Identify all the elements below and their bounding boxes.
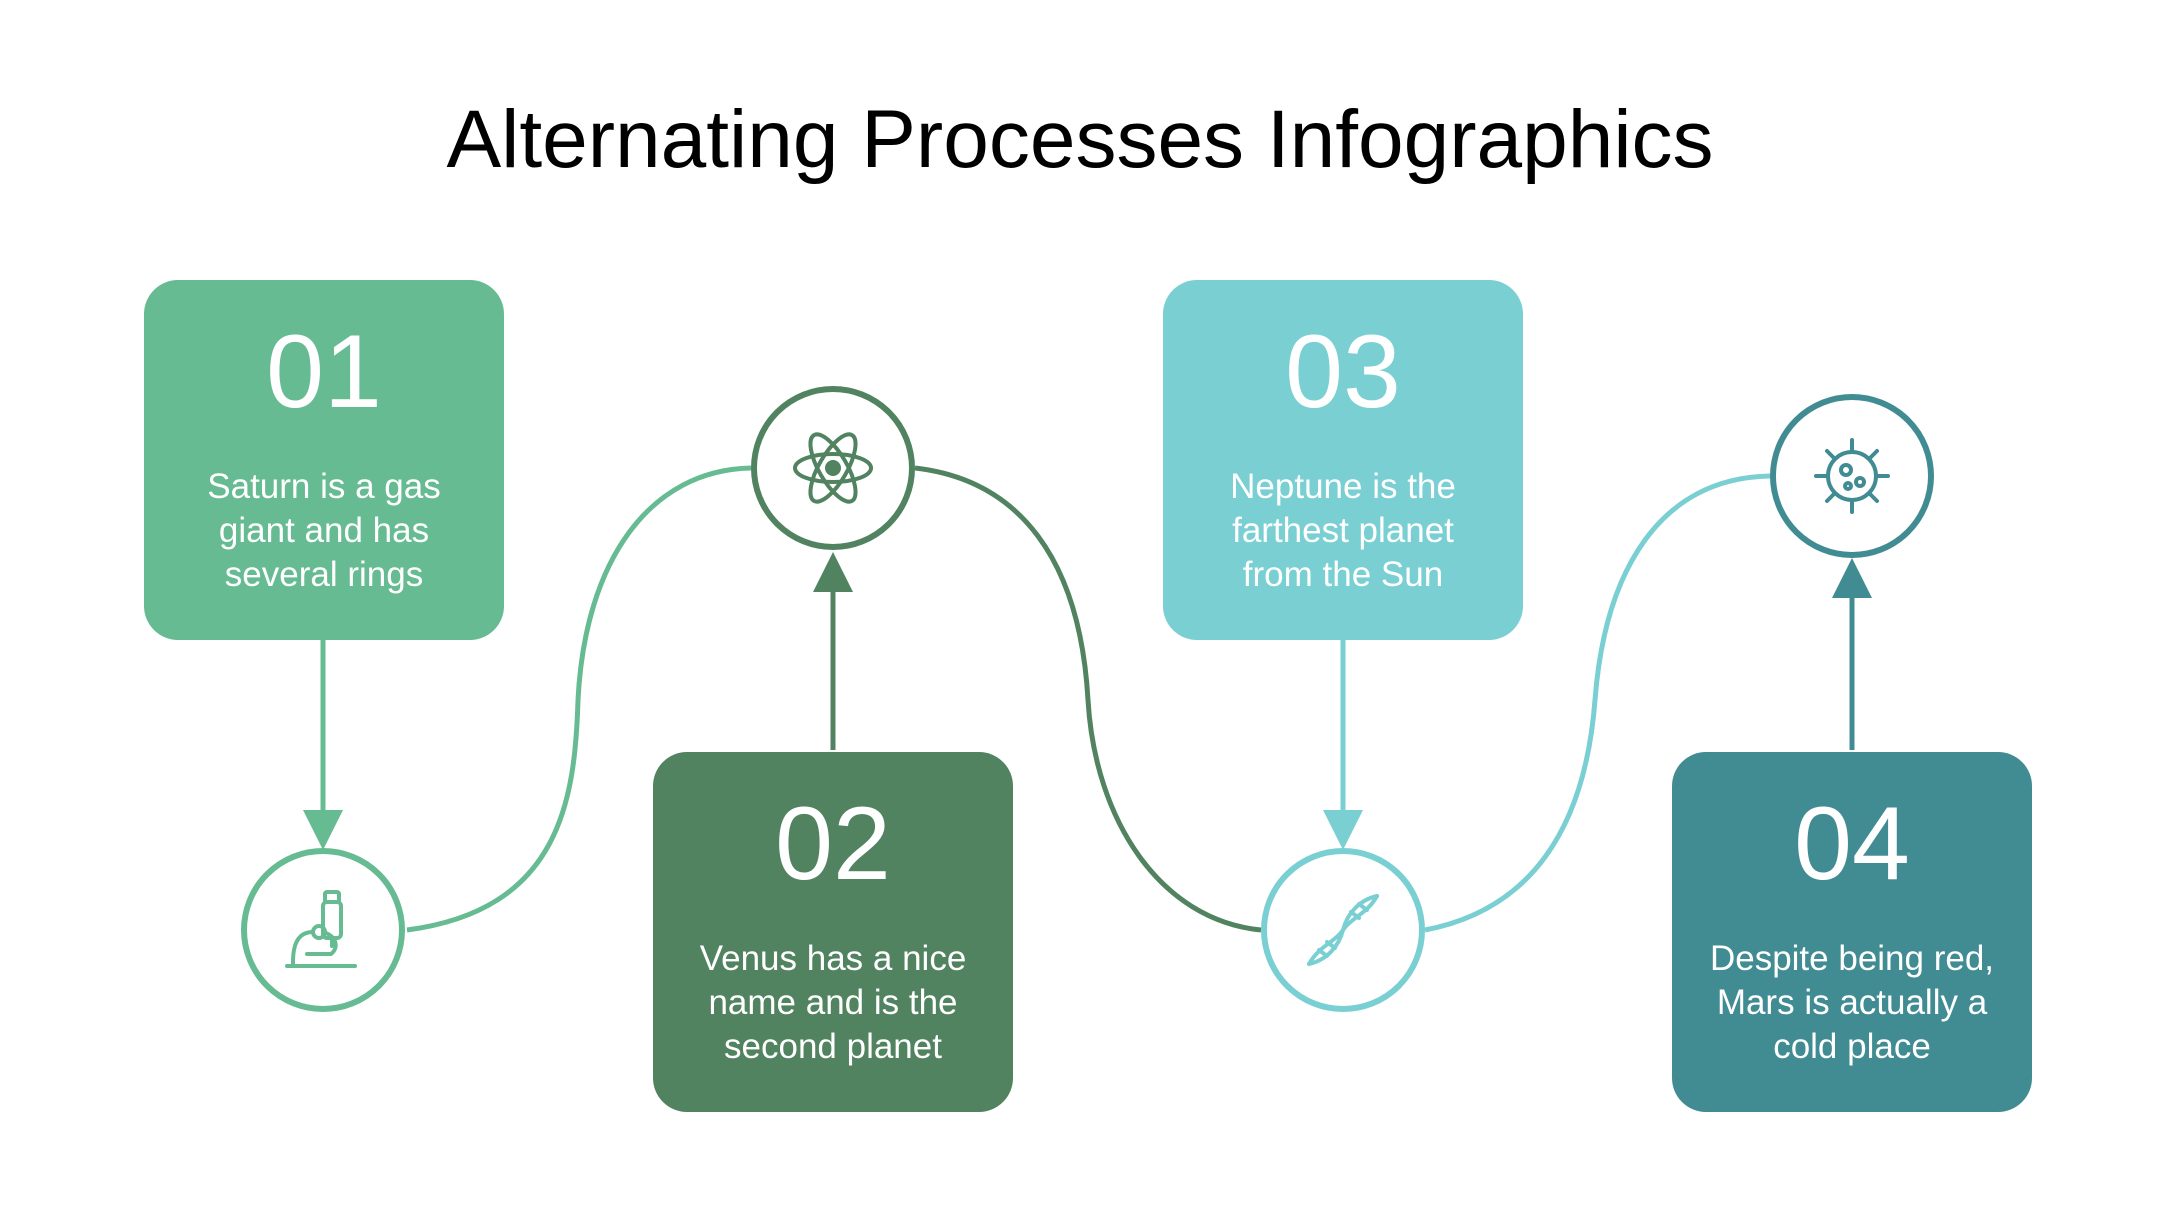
atom-icon bbox=[793, 432, 873, 504]
step-description: Despite being red, Mars is actually a co… bbox=[1709, 939, 1995, 1066]
step-number: 04 bbox=[1794, 786, 1910, 902]
virus-icon bbox=[1814, 438, 1890, 514]
step-box-1: 01 Saturn is a gas giant and has several… bbox=[144, 280, 504, 640]
step-description: Venus has a nice name and is the second … bbox=[699, 939, 967, 1066]
node-4 bbox=[1770, 394, 1934, 558]
step-box-4: 04 Despite being red, Mars is actually a… bbox=[1672, 752, 2032, 1112]
node-3 bbox=[1261, 848, 1425, 1012]
step-number: 01 bbox=[266, 314, 382, 430]
node-1 bbox=[241, 848, 405, 1012]
microscope-icon bbox=[285, 890, 357, 968]
step-number: 02 bbox=[775, 786, 891, 902]
node-2 bbox=[751, 386, 915, 550]
page-title: Alternating Processes Infographics bbox=[446, 94, 1714, 185]
dna-icon bbox=[1307, 894, 1379, 966]
step-box-2: 02 Venus has a nice name and is the seco… bbox=[653, 752, 1013, 1112]
curve-node1-to-node2 bbox=[406, 465, 752, 933]
step-number: 03 bbox=[1285, 314, 1401, 430]
curve-node2-to-node3 bbox=[914, 465, 1262, 933]
step-description: Neptune is the farthest planet from the … bbox=[1230, 467, 1456, 594]
step-box-3: 03 Neptune is the farthest planet from t… bbox=[1163, 280, 1523, 640]
step-description: Saturn is a gas giant and has several ri… bbox=[207, 467, 441, 594]
curve-node3-to-node4 bbox=[1424, 473, 1771, 933]
